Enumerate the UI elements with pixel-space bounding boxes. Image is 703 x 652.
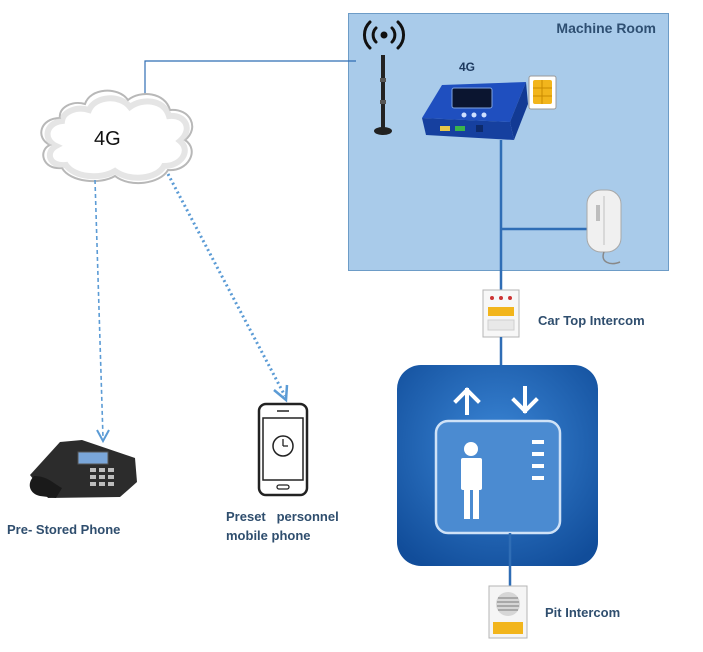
cloud-to-phone-link [94,179,110,444]
down-arrow-icon [511,386,539,414]
cloud-label: 4G [94,128,121,150]
floor-indicator-bars [532,440,544,480]
sim-card-icon [528,75,557,110]
machine-room-title: Machine Room [556,20,656,36]
gsm-module-icon [422,82,528,140]
car-top-intercom-icon [482,289,520,338]
pre-stored-phone-label: Pre- Stored Phone [7,522,121,537]
mobile-phone-label-line2: mobile phone [226,528,311,543]
up-arrow-icon [453,387,481,415]
mobile-phone-label-line1: Preset personnel [226,509,339,524]
pit-intercom-label: Pit Intercom [545,605,621,620]
machine-room-intercom-icon [586,189,622,265]
wifi-signal-icon [363,20,405,50]
cloud-to-antenna-line [144,60,356,105]
elevator-icon [397,365,598,590]
module-tag: 4G [459,60,475,74]
cloud-icon [40,89,194,185]
mobile-phone-icon [257,402,309,497]
person-icon [461,442,482,519]
pit-intercom-icon [488,585,528,639]
desk-phone-icon [29,440,137,498]
cloud-to-mobile-link [166,173,289,403]
antenna-icon [374,55,392,135]
car-top-intercom-label: Car Top Intercom [538,313,645,328]
mobile-phone-label: Preset personnel mobile phone [226,507,366,545]
